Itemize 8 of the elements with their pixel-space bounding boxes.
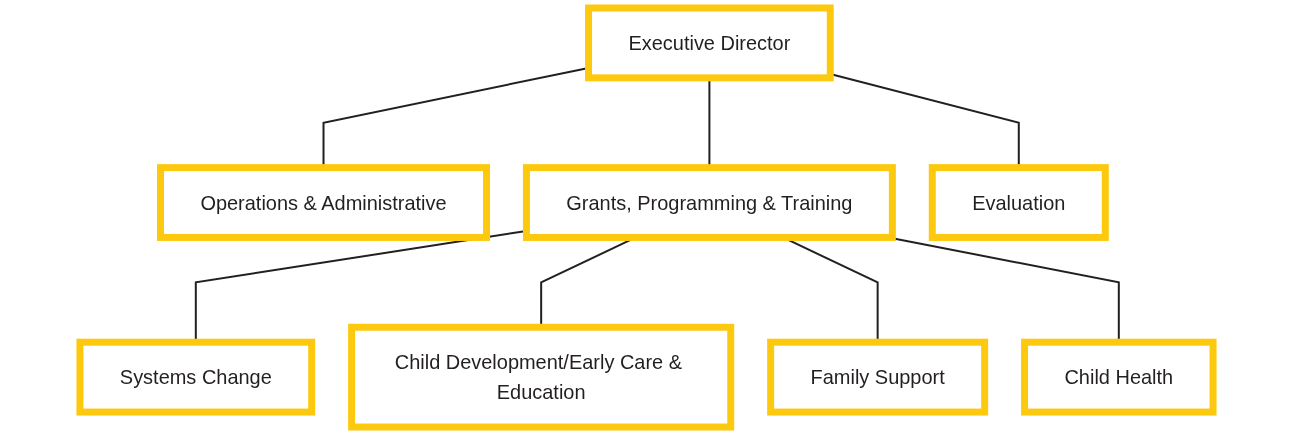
- node-box: Operations & Administrative: [157, 164, 490, 241]
- node-box: Child Development/Early Care & Education: [348, 323, 735, 431]
- node-box: Family Support: [767, 338, 989, 416]
- node-box: Evaluation: [928, 164, 1109, 241]
- node-box: Systems Change: [76, 338, 316, 416]
- node-box: Child Health: [1021, 338, 1217, 416]
- node-box: Grants, Programming & Training: [522, 164, 896, 241]
- node-box: Executive Director: [585, 4, 834, 82]
